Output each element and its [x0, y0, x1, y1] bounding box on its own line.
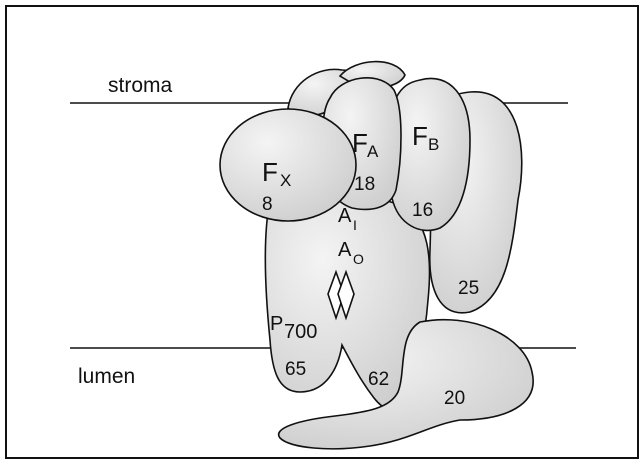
a1-label-sub: I [353, 217, 357, 233]
label-20: 20 [444, 388, 465, 409]
p700-label-main: P [270, 313, 283, 335]
stroma-label: stroma [108, 74, 173, 97]
a1-label-main: A [338, 205, 352, 227]
fb-label-main: F [412, 121, 428, 151]
fx-label-main: F [262, 157, 278, 187]
a0-label-sub: O [353, 251, 364, 267]
label-65: 65 [285, 359, 306, 380]
fb-label-sub: B [428, 135, 439, 154]
fx-label-sub: X [280, 171, 291, 190]
fa-label-main: F [352, 128, 368, 158]
fa-label-sub: A [367, 142, 379, 161]
a0-label-main: A [338, 239, 352, 261]
label-25: 25 [458, 278, 479, 299]
subunit-fx-8 [220, 109, 356, 221]
label-62: 62 [368, 369, 389, 390]
p700-label-sub: 700 [284, 321, 317, 343]
lumen-label: lumen [78, 365, 135, 388]
label-8: 8 [262, 194, 273, 215]
label-16: 16 [412, 200, 433, 221]
label-18: 18 [354, 174, 375, 195]
